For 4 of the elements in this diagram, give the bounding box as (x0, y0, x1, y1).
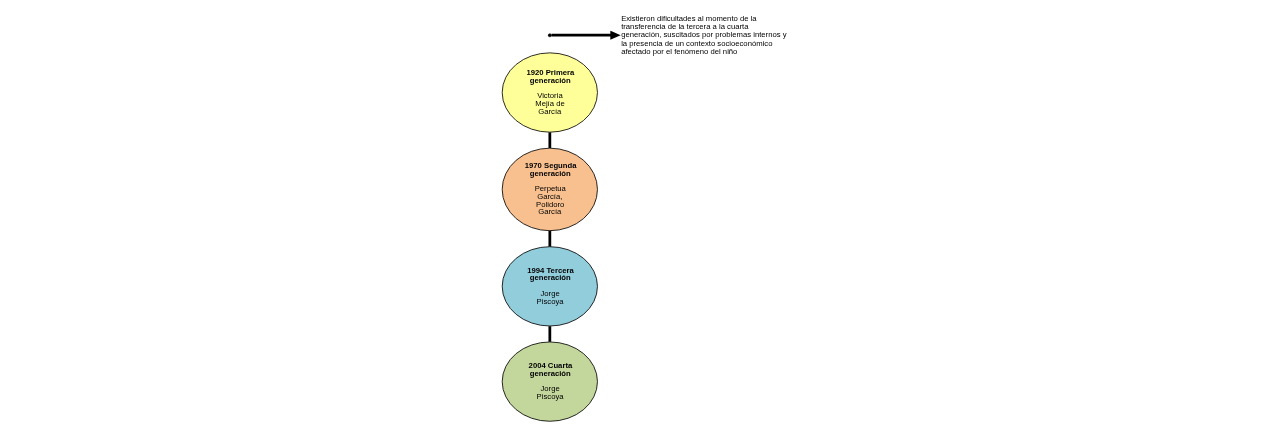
connector (548, 230, 552, 247)
arrow (551, 30, 621, 40)
connector (548, 326, 552, 342)
connector (548, 132, 552, 148)
